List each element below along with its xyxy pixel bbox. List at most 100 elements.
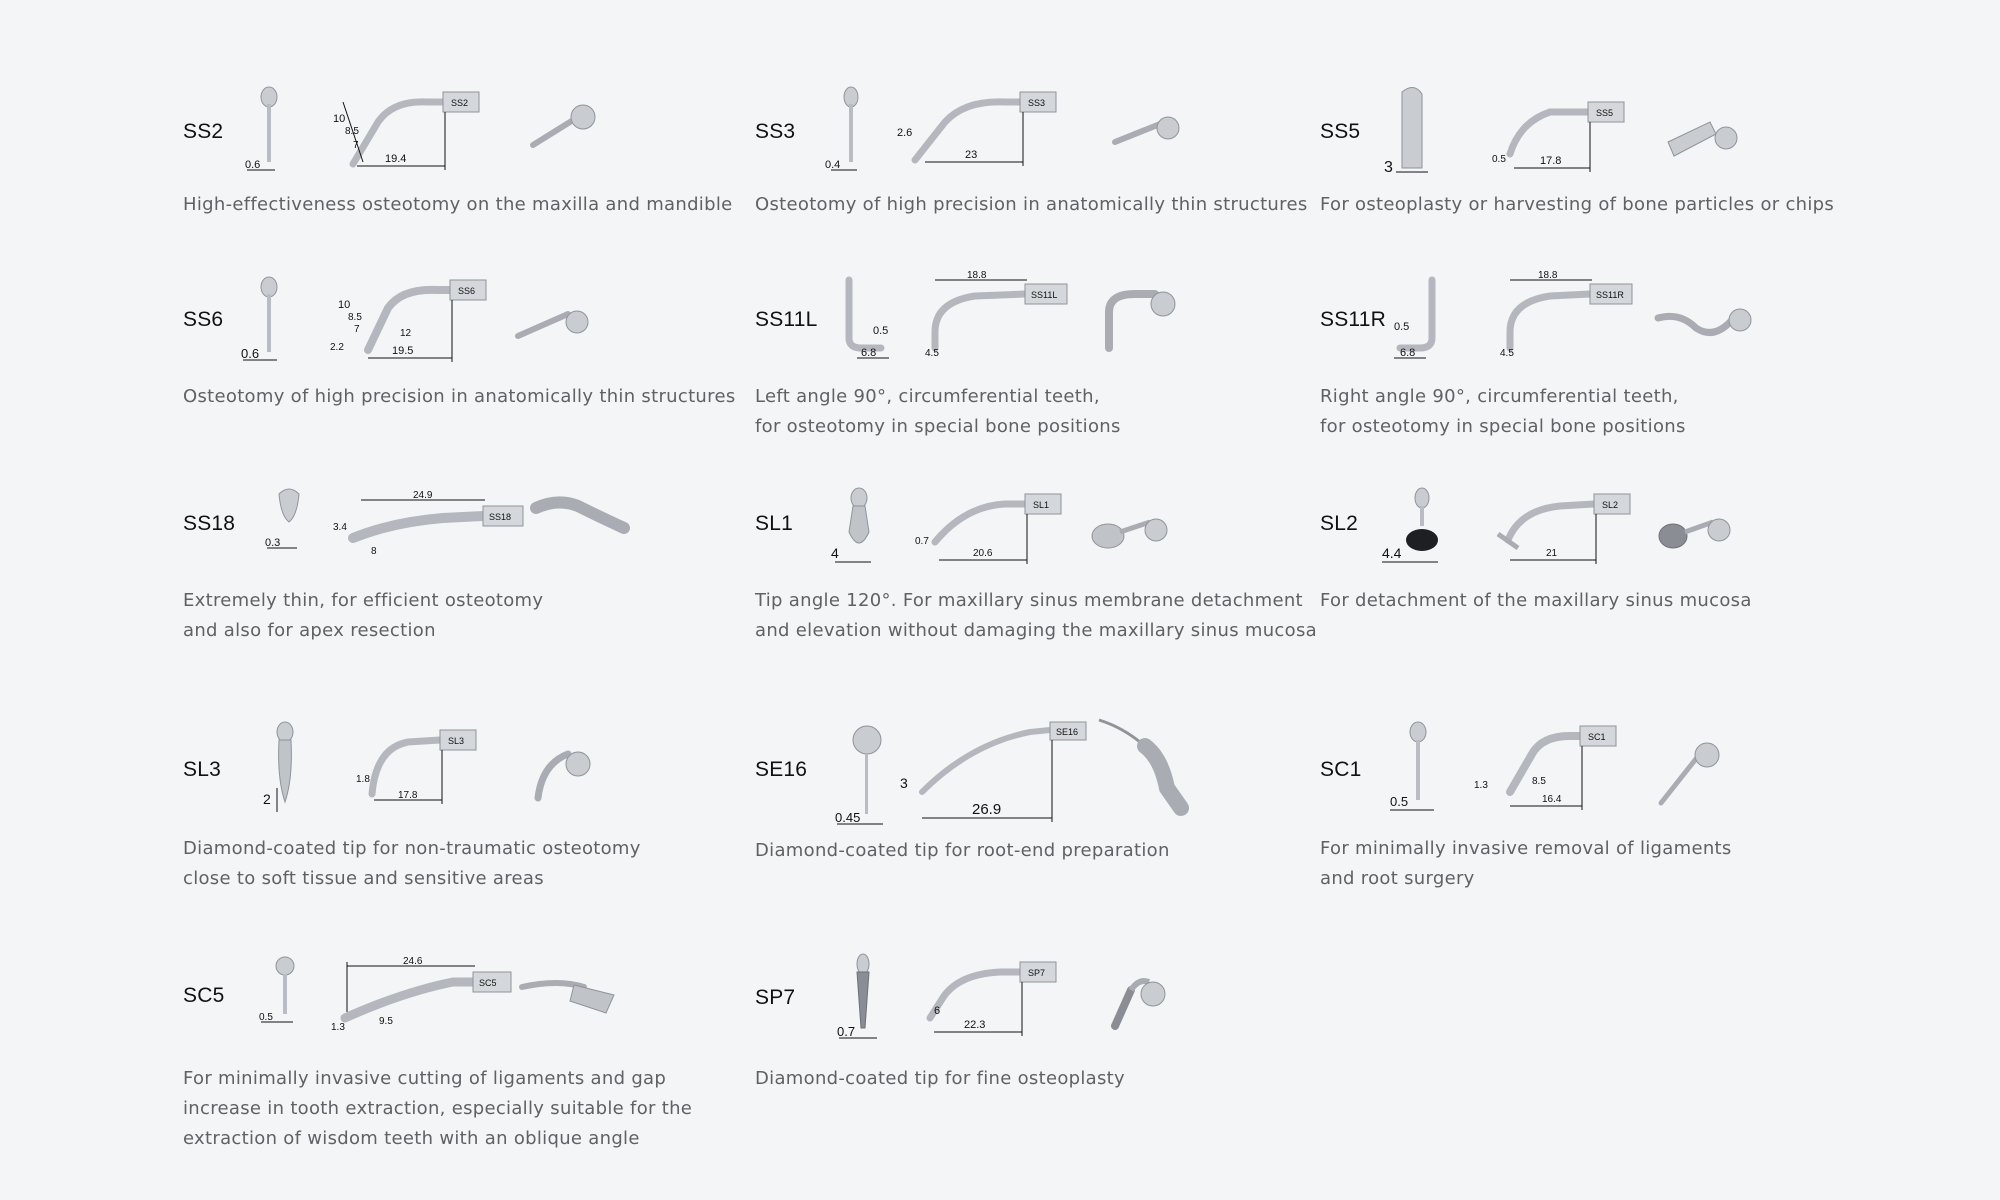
tip-photo xyxy=(1095,282,1185,362)
tip-photo xyxy=(528,738,608,818)
front-view-drawing: 6.8 0.5 xyxy=(837,272,907,372)
svg-text:6.8: 6.8 xyxy=(1400,347,1415,359)
svg-text:19.4: 19.4 xyxy=(385,153,406,165)
side-view-drawing: SL3 1.8 17.8 xyxy=(348,718,518,818)
side-view-drawing: SS3 2.6 23 xyxy=(895,82,1085,182)
side-view-drawing: SS11R 18.8 4.5 xyxy=(1500,270,1670,372)
tip-description: For detachment of the maxillary sinus mu… xyxy=(1320,590,1752,611)
svg-text:7: 7 xyxy=(354,324,360,335)
tip-item-sc5: SC5 0.5 SC5 24.6 1.3 9.5 xyxy=(183,952,723,1149)
tip-photo xyxy=(1660,102,1750,162)
svg-text:10: 10 xyxy=(338,299,350,311)
side-view-drawing: SS5 0.5 17.8 xyxy=(1490,82,1670,182)
svg-text:2.2: 2.2 xyxy=(330,342,344,353)
svg-text:1.3: 1.3 xyxy=(1474,780,1488,791)
tip-description: Diamond-coated tip for fine osteoplasty xyxy=(755,1068,1125,1089)
front-view-drawing: 2 xyxy=(263,718,303,818)
svg-text:1.8: 1.8 xyxy=(356,774,370,785)
svg-text:SS3: SS3 xyxy=(1028,98,1045,108)
svg-text:20.6: 20.6 xyxy=(973,548,993,559)
svg-text:SS2: SS2 xyxy=(451,98,468,108)
front-view-drawing: 0.4 xyxy=(825,82,877,182)
front-view-drawing: 0.6 xyxy=(241,272,293,372)
tip-code: SS2 xyxy=(183,120,224,143)
front-view-drawing: 0.45 xyxy=(835,718,887,828)
side-view-drawing: SL1 0.7 20.6 xyxy=(915,482,1095,572)
tip-description: Osteotomy of high precision in anatomica… xyxy=(183,386,736,407)
tip-code: SL3 xyxy=(183,758,221,781)
svg-text:22.3: 22.3 xyxy=(964,1019,985,1031)
svg-text:8.5: 8.5 xyxy=(345,126,359,137)
svg-text:SE16: SE16 xyxy=(1056,727,1078,737)
tip-item-ss5: SS5 3 SS5 0.5 17.8 xyxy=(1320,82,1860,215)
side-view-drawing: SL2 21 xyxy=(1490,482,1670,572)
svg-text:SS5: SS5 xyxy=(1596,108,1613,118)
svg-text:SS18: SS18 xyxy=(489,512,511,522)
tip-code: SS3 xyxy=(755,120,796,143)
side-view-drawing: SP7 6 22.3 xyxy=(910,952,1090,1052)
tip-code: SS18 xyxy=(183,512,236,535)
svg-text:1.3: 1.3 xyxy=(331,1022,345,1033)
svg-text:SP7: SP7 xyxy=(1028,968,1045,978)
svg-text:4.4: 4.4 xyxy=(1382,545,1402,561)
svg-text:SC5: SC5 xyxy=(479,978,497,988)
tip-photo xyxy=(1655,502,1745,562)
svg-text:SL1: SL1 xyxy=(1033,500,1049,510)
side-view-drawing: SC1 1.3 8.5 16.4 xyxy=(1470,718,1660,818)
svg-text:9.5: 9.5 xyxy=(379,1016,393,1027)
svg-text:0.7: 0.7 xyxy=(915,536,929,547)
svg-text:4: 4 xyxy=(831,545,839,561)
side-view-drawing: SS18 24.9 3.4 8 xyxy=(333,482,533,572)
svg-text:18.8: 18.8 xyxy=(967,270,987,281)
tip-description: For minimally invasive removal of ligame… xyxy=(1320,838,1732,889)
front-view-drawing: 0.7 xyxy=(837,952,887,1052)
front-view-drawing: 0.5 xyxy=(259,952,303,1042)
tip-item-se16: SE16 0.45 SE16 3 26.9 xyxy=(755,718,1295,861)
tip-description: Extremely thin, for efficient osteotomy … xyxy=(183,590,544,641)
tip-photo xyxy=(518,967,628,1027)
svg-text:3: 3 xyxy=(1384,159,1393,176)
tip-photo xyxy=(1110,102,1190,162)
tip-photo xyxy=(1095,718,1205,828)
tip-photo xyxy=(1105,962,1175,1042)
tip-description: Left angle 90°, circumferential teeth, f… xyxy=(755,386,1121,437)
svg-text:23: 23 xyxy=(965,149,977,161)
tip-item-ss18: SS18 0.3 SS18 24.9 3.4 8 xyxy=(183,482,723,641)
tip-photo xyxy=(528,492,638,552)
svg-text:12: 12 xyxy=(400,328,412,339)
svg-text:SL2: SL2 xyxy=(1602,500,1618,510)
front-view-drawing: 3 xyxy=(1382,82,1442,182)
svg-text:17.8: 17.8 xyxy=(1540,155,1561,167)
svg-text:0.6: 0.6 xyxy=(241,346,259,361)
svg-text:0.5: 0.5 xyxy=(1390,794,1408,809)
tip-photo xyxy=(1655,733,1735,813)
tip-photo xyxy=(1650,292,1760,352)
tip-item-sl2: SL2 4.4 SL2 21 xyxy=(1320,482,1860,611)
tip-description: High-effectiveness osteotomy on the maxi… xyxy=(183,194,733,215)
svg-text:0.45: 0.45 xyxy=(835,810,860,825)
tip-photo xyxy=(1090,502,1180,562)
svg-text:8: 8 xyxy=(371,546,377,557)
front-view-drawing: 0.3 xyxy=(265,482,313,572)
side-view-drawing: SS11L 18.8 4.5 xyxy=(925,270,1095,372)
svg-text:SC1: SC1 xyxy=(1588,732,1606,742)
svg-text:21: 21 xyxy=(1546,548,1558,559)
svg-text:10: 10 xyxy=(333,113,345,125)
side-view-drawing: SS2 10 8.5 7 19.4 xyxy=(333,82,513,182)
front-view-drawing: 0.5 xyxy=(1390,718,1440,818)
tip-item-ss11l: SS11L 6.8 0.5 SS11L 18.8 4.5 xyxy=(755,270,1295,437)
svg-text:2.6: 2.6 xyxy=(897,127,912,139)
svg-text:4.5: 4.5 xyxy=(925,348,939,359)
tip-description: Right angle 90°, circumferential teeth, … xyxy=(1320,386,1686,437)
svg-text:3.4: 3.4 xyxy=(333,522,347,533)
svg-text:4.5: 4.5 xyxy=(1500,348,1514,359)
tip-item-ss2: SS2 0.6 SS2 10 8.5 7 xyxy=(183,82,732,215)
svg-text:SL3: SL3 xyxy=(448,736,464,746)
svg-text:0.5: 0.5 xyxy=(873,325,888,337)
svg-text:8.5: 8.5 xyxy=(1532,776,1546,787)
svg-text:17.8: 17.8 xyxy=(398,790,418,801)
svg-text:19.5: 19.5 xyxy=(392,345,413,357)
svg-text:2: 2 xyxy=(263,791,271,807)
tip-code: SC1 xyxy=(1320,758,1362,781)
